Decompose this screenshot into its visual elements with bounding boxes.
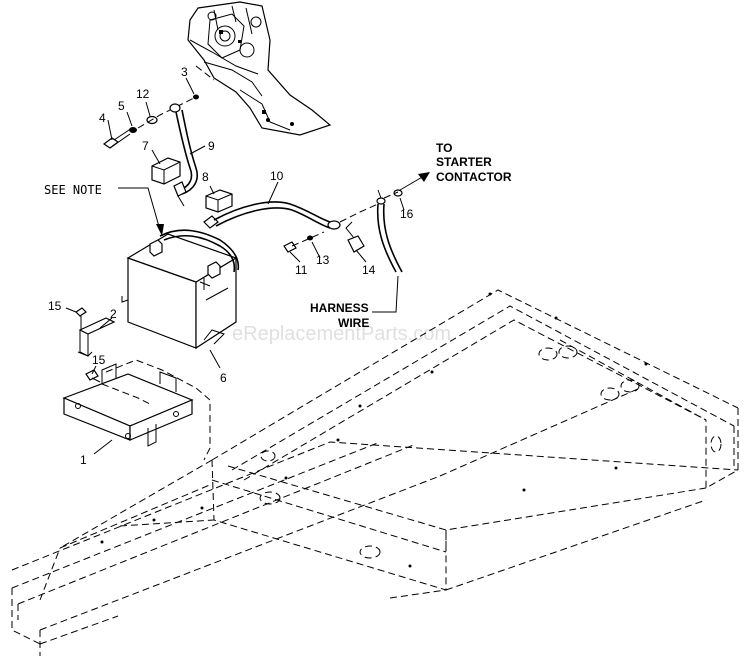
battery bbox=[121, 229, 240, 350]
frame-holes bbox=[100, 292, 722, 568]
callout-16: 16 bbox=[400, 207, 414, 221]
battery-tray bbox=[62, 359, 211, 461]
callout-15-bottom: 15 bbox=[92, 353, 106, 367]
callout-3: 3 bbox=[181, 65, 188, 79]
screw-lower bbox=[85, 369, 101, 383]
positive-cable bbox=[203, 201, 379, 230]
to-starter-line2: STARTER bbox=[436, 155, 492, 169]
harness-wire bbox=[376, 189, 403, 273]
text-labels: SEE NOTE TO STARTER CONTACTOR HARNESS WI… bbox=[44, 141, 512, 330]
callout-14: 14 bbox=[362, 263, 376, 277]
engine-fragment bbox=[187, 1, 332, 136]
watermark: eReplacementParts.com bbox=[232, 323, 451, 345]
callout-10: 10 bbox=[270, 169, 284, 183]
frame bbox=[11, 289, 739, 656]
callout-9: 9 bbox=[208, 139, 215, 153]
callout-13: 13 bbox=[316, 253, 330, 267]
to-starter-line1: TO bbox=[436, 141, 452, 155]
callout-1: 1 bbox=[80, 453, 87, 467]
see-note-label: SEE NOTE bbox=[44, 183, 102, 197]
leader-lines bbox=[65, 77, 405, 455]
callout-numbers: 1 2 3 4 5 6 7 8 9 10 11 12 13 14 15 15 1… bbox=[48, 65, 414, 467]
callout-12: 12 bbox=[136, 87, 150, 101]
harness-wire-line2: WIRE bbox=[338, 316, 369, 330]
callout-8: 8 bbox=[202, 170, 209, 184]
hold-down-bracket bbox=[75, 307, 116, 357]
harness-wire-line1: HARNESS bbox=[310, 301, 369, 315]
callout-2: 2 bbox=[110, 307, 117, 321]
terminal-hardware bbox=[283, 221, 365, 253]
terminal-cover-7 bbox=[151, 157, 181, 185]
callout-5: 5 bbox=[118, 99, 125, 113]
negative-cable bbox=[169, 103, 198, 207]
callout-4: 4 bbox=[99, 111, 106, 125]
terminal-cover-8 bbox=[205, 189, 233, 213]
callout-6: 6 bbox=[220, 371, 227, 385]
arrow-to-starter bbox=[399, 172, 430, 191]
to-starter-line3: CONTACTOR bbox=[436, 170, 512, 184]
callout-15-top: 15 bbox=[48, 299, 62, 313]
callout-7: 7 bbox=[142, 139, 149, 153]
callout-11: 11 bbox=[295, 263, 308, 277]
hardware-stack bbox=[102, 94, 199, 149]
